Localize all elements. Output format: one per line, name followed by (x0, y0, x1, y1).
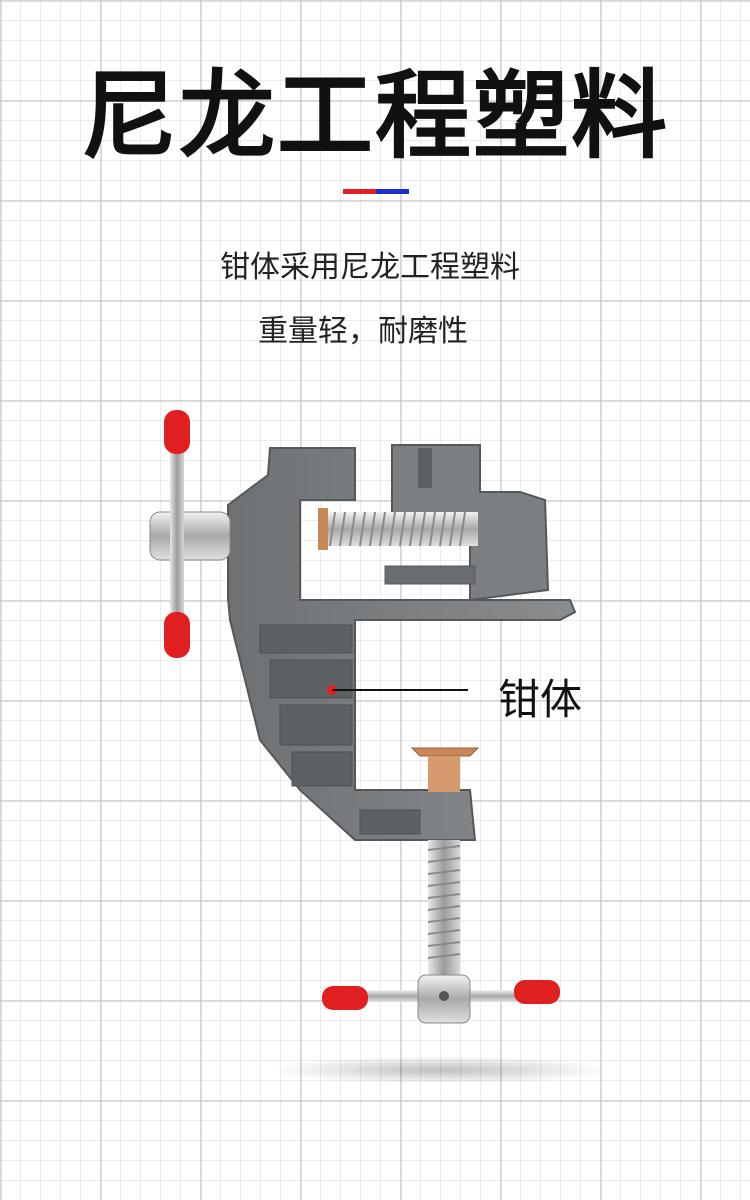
frame-ribs (259, 624, 421, 835)
jaw-slot (418, 448, 432, 488)
copper-washer (318, 508, 328, 550)
left-bottom-cap (164, 612, 190, 658)
accent-red-bar (343, 189, 376, 194)
floor-shadow (270, 1056, 610, 1084)
bottom-right-cap (514, 980, 560, 1004)
description-line-2: 重量轻，耐磨性 (258, 314, 468, 349)
left-handle-bar (170, 450, 184, 630)
description-line-1: 钳体采用尼龙工程塑料 (220, 250, 520, 285)
screw-threads (329, 511, 466, 547)
bottom-hub-hole (439, 991, 449, 1001)
bottom-left-cap (322, 986, 368, 1010)
clamp-pad-collar (428, 756, 460, 792)
left-top-cap (164, 410, 190, 454)
page-title: 尼龙工程塑料 (81, 60, 669, 172)
left-hub (149, 511, 231, 561)
jaw-base-plate (384, 565, 476, 585)
clamp-pad (410, 747, 480, 757)
clamp-screw (428, 840, 460, 990)
accent-underline (343, 189, 409, 194)
accent-blue-bar (376, 189, 409, 194)
callout-label: 钳体 (498, 675, 583, 724)
clamp-screw-threads (427, 845, 461, 959)
